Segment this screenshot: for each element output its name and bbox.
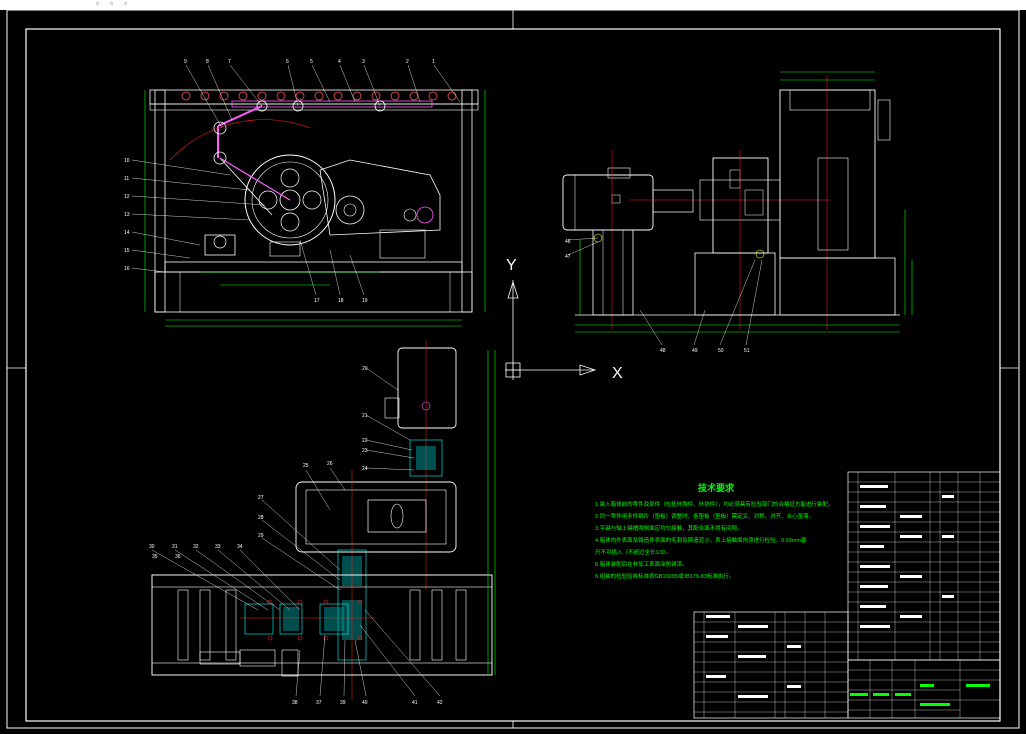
part-number-label: 35 (152, 554, 158, 560)
part-number-label: 31 (172, 544, 178, 550)
axis-y-label: Y (506, 257, 517, 274)
part-number-label: 47 (565, 254, 571, 260)
parts-list-table (693, 471, 1001, 719)
part-number-label: 18 (338, 298, 344, 304)
part-number-label: 28 (258, 515, 264, 521)
tech-req-line: 5.箱体装配后在非加工表面涂防锈漆。 (595, 560, 688, 568)
side-view (562, 71, 913, 346)
part-number-label: 34 (237, 544, 243, 550)
toolbar-icon[interactable]: ▫ (124, 0, 127, 8)
part-number-label: 36 (175, 554, 181, 560)
part-number-label: 49 (692, 348, 698, 354)
part-number-label: 37 (316, 700, 322, 706)
tech-req-line: 1.装入箱体前的零件及部件（包括外购件、外协件），均必须具有检验部门的合格证方能… (595, 500, 833, 508)
part-number-label: 51 (744, 348, 750, 354)
part-number-label: 20 (362, 366, 368, 372)
part-number-label: 29 (258, 533, 264, 539)
part-number-label: 27 (258, 495, 264, 501)
part-number-label: 42 (437, 700, 443, 706)
part-number-label: 33 (215, 544, 221, 550)
plan-view (151, 340, 496, 700)
tech-req-line: 尺不可插入（不超过全长1/3）。 (595, 548, 671, 556)
part-number-label: 48 (660, 348, 666, 354)
front-view (131, 64, 486, 327)
part-number-label: 3 (362, 59, 365, 65)
part-number-label: 6 (286, 59, 289, 65)
part-number-label: 1 (432, 59, 435, 65)
part-number-label: 7 (228, 59, 231, 65)
technical-requirements: 技术要求 1.装入箱体前的零件及部件（包括外购件、外协件），均必须具有检验部门的… (595, 482, 833, 580)
part-number-label: 13 (124, 212, 130, 218)
tech-req-line: 6.组装的检验验收标准按GB10095或JB179-83标准执行。 (595, 572, 734, 580)
part-number-label: 15 (124, 248, 130, 254)
part-number-label: 22 (362, 438, 368, 444)
part-number-label: 30 (149, 544, 155, 550)
part-number-label: 8 (206, 59, 209, 65)
part-number-label: 9 (184, 59, 187, 65)
part-number-label: 14 (124, 230, 130, 236)
part-number-label: 12 (124, 194, 130, 200)
part-number-label: 16 (124, 266, 130, 272)
technical-requirements-title: 技术要求 (698, 482, 735, 493)
part-number-label: 41 (412, 700, 418, 706)
part-number-label: 10 (124, 158, 130, 164)
part-number-label: 17 (314, 298, 320, 304)
tech-req-line: 4.箱体内外表面及铸造件表面的毛刺及铸造泥沙，表上接触面内须进行检验，0.03m… (595, 536, 807, 544)
part-number-label: 26 (327, 461, 333, 467)
toolbar-icon[interactable]: ▫ (110, 0, 113, 8)
top-toolbar-strip: ▫ ▫ ▫ (0, 0, 1026, 10)
cad-drawing-canvas[interactable]: Y X (0, 10, 1026, 734)
part-number-label: 46 (565, 239, 571, 245)
part-number-label: 21 (362, 413, 368, 419)
part-number-label: 5 (310, 59, 313, 65)
part-number-label: 11 (124, 176, 129, 182)
part-number-label: 25 (303, 463, 309, 469)
tech-req-line: 3.平键与轴上键槽两侧面应均匀接触，其配合面不得有间隙。 (595, 524, 743, 532)
part-number-label: 23 (362, 448, 368, 454)
part-number-label: 50 (718, 348, 724, 354)
toolbar-icon[interactable]: ▫ (96, 0, 99, 8)
part-number-label: 2 (406, 59, 409, 65)
axis-x-label: X (612, 365, 623, 382)
part-number-label: 39 (340, 700, 346, 706)
ucs-axis-indicator: Y X (505, 257, 623, 382)
part-number-label: 19 (362, 298, 368, 304)
part-number-label: 32 (193, 544, 199, 550)
part-number-label: 40 (362, 700, 368, 706)
tech-req-line: 2.同一零件用多件钢片（垫板）调整时，各垫板（垫板）需定叉、对称、对齐、合心垫落… (595, 512, 814, 520)
part-number-label: 38 (292, 700, 298, 706)
part-number-label: 24 (362, 466, 368, 472)
part-number-label: 4 (338, 59, 341, 65)
